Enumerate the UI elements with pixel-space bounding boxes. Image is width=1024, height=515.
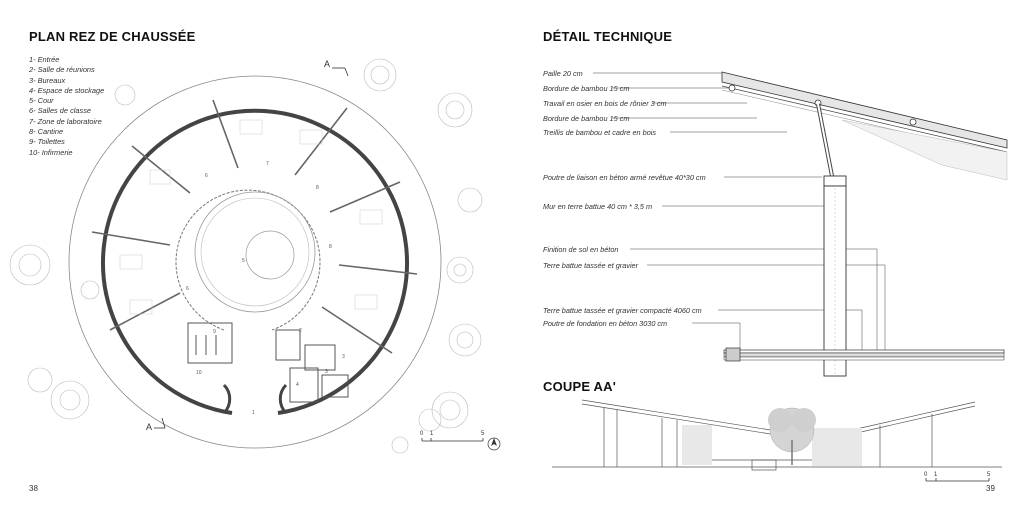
detail-label: Poutre de fondation en béton 3030 cm [543, 319, 668, 328]
legend-item: 7- Zone de laboratoire [29, 116, 102, 126]
plan-legend: 1- Entrée 2- Salle de réunions 3- Bureau… [29, 55, 104, 158]
section-mark-bottom: A [146, 422, 152, 432]
room-number: 7 [266, 161, 269, 167]
scale-label: 0 [420, 431, 424, 437]
room-number: 4 [296, 382, 299, 388]
room-number: 3 [342, 354, 345, 360]
technical-drawings [552, 71, 1008, 482]
detail-label: Bordure de bambou 15 cm [543, 84, 630, 93]
legend-item: 5- Cour [29, 96, 54, 106]
scale-label: 5 [987, 472, 991, 478]
scale-label: 1 [934, 472, 938, 478]
scale-label: 1 [430, 431, 434, 437]
left-page: PLAN REZ DE CHAUSSÉE 1- Entrée 2- Salle … [9, 29, 501, 493]
legend-item: 10- Infirmerie [29, 147, 73, 157]
room-number: 1 [252, 410, 255, 416]
section-mark-top: A [324, 59, 330, 69]
right-page: DÉTAIL TECHNIQUE Paille 20 cm Bordure de… [512, 0, 1024, 515]
detail-label: Mur en terre battue 40 cm * 3,5 m [543, 202, 653, 211]
detail-label: Terre battue tassée et gravier compacté … [543, 306, 702, 315]
legend-item: 4- Espace de stockage [29, 85, 105, 95]
room-number: 10 [196, 370, 202, 376]
room-number: 6 [186, 286, 189, 292]
legend-item: 1- Entrée [29, 55, 60, 64]
room-number: 8 [329, 244, 332, 250]
floor-plan-drawing: A A 1 2 3 3 4 5 6 6 7 8 8 9 10 [9, 58, 501, 454]
room-number: 8 [316, 185, 319, 191]
legend-item: 9- Toilettes [29, 137, 65, 147]
detail-label: Bordure de bambou 15 cm [543, 114, 630, 123]
detail-title: DÉTAIL TECHNIQUE [543, 29, 673, 44]
legend-item: 8- Cantine [29, 127, 64, 137]
room-number: 6 [205, 173, 208, 179]
page-number-right: 39 [986, 484, 995, 493]
detail-label: Treillis de bambou et cadre en bois [543, 128, 657, 137]
legend-item: 6- Salles de classe [29, 106, 92, 116]
room-number: 2 [299, 328, 302, 334]
plan-title: PLAN REZ DE CHAUSSÉE [29, 29, 196, 44]
legend-item: 3- Bureaux [29, 75, 66, 85]
room-number: 3 [325, 369, 328, 375]
detail-label: Paille 20 cm [543, 69, 583, 78]
legend-item: 2- Salle de réunions [29, 65, 95, 75]
detail-label: Poutre de liaison en béton armé revêtue … [543, 173, 706, 182]
detail-label: Terre battue tassée et gravier [543, 261, 639, 270]
detail-label: Finition de sol en béton [543, 245, 619, 254]
page-number-left: 38 [29, 484, 38, 493]
room-number: 9 [213, 329, 216, 335]
detail-label: Travail en osier en bois de rônier 3 cm [543, 99, 667, 108]
section-title: COUPE AA' [543, 379, 617, 394]
scale-label: 0 [924, 472, 928, 478]
room-number: 5 [242, 258, 245, 264]
scale-label: 5 [481, 431, 485, 437]
